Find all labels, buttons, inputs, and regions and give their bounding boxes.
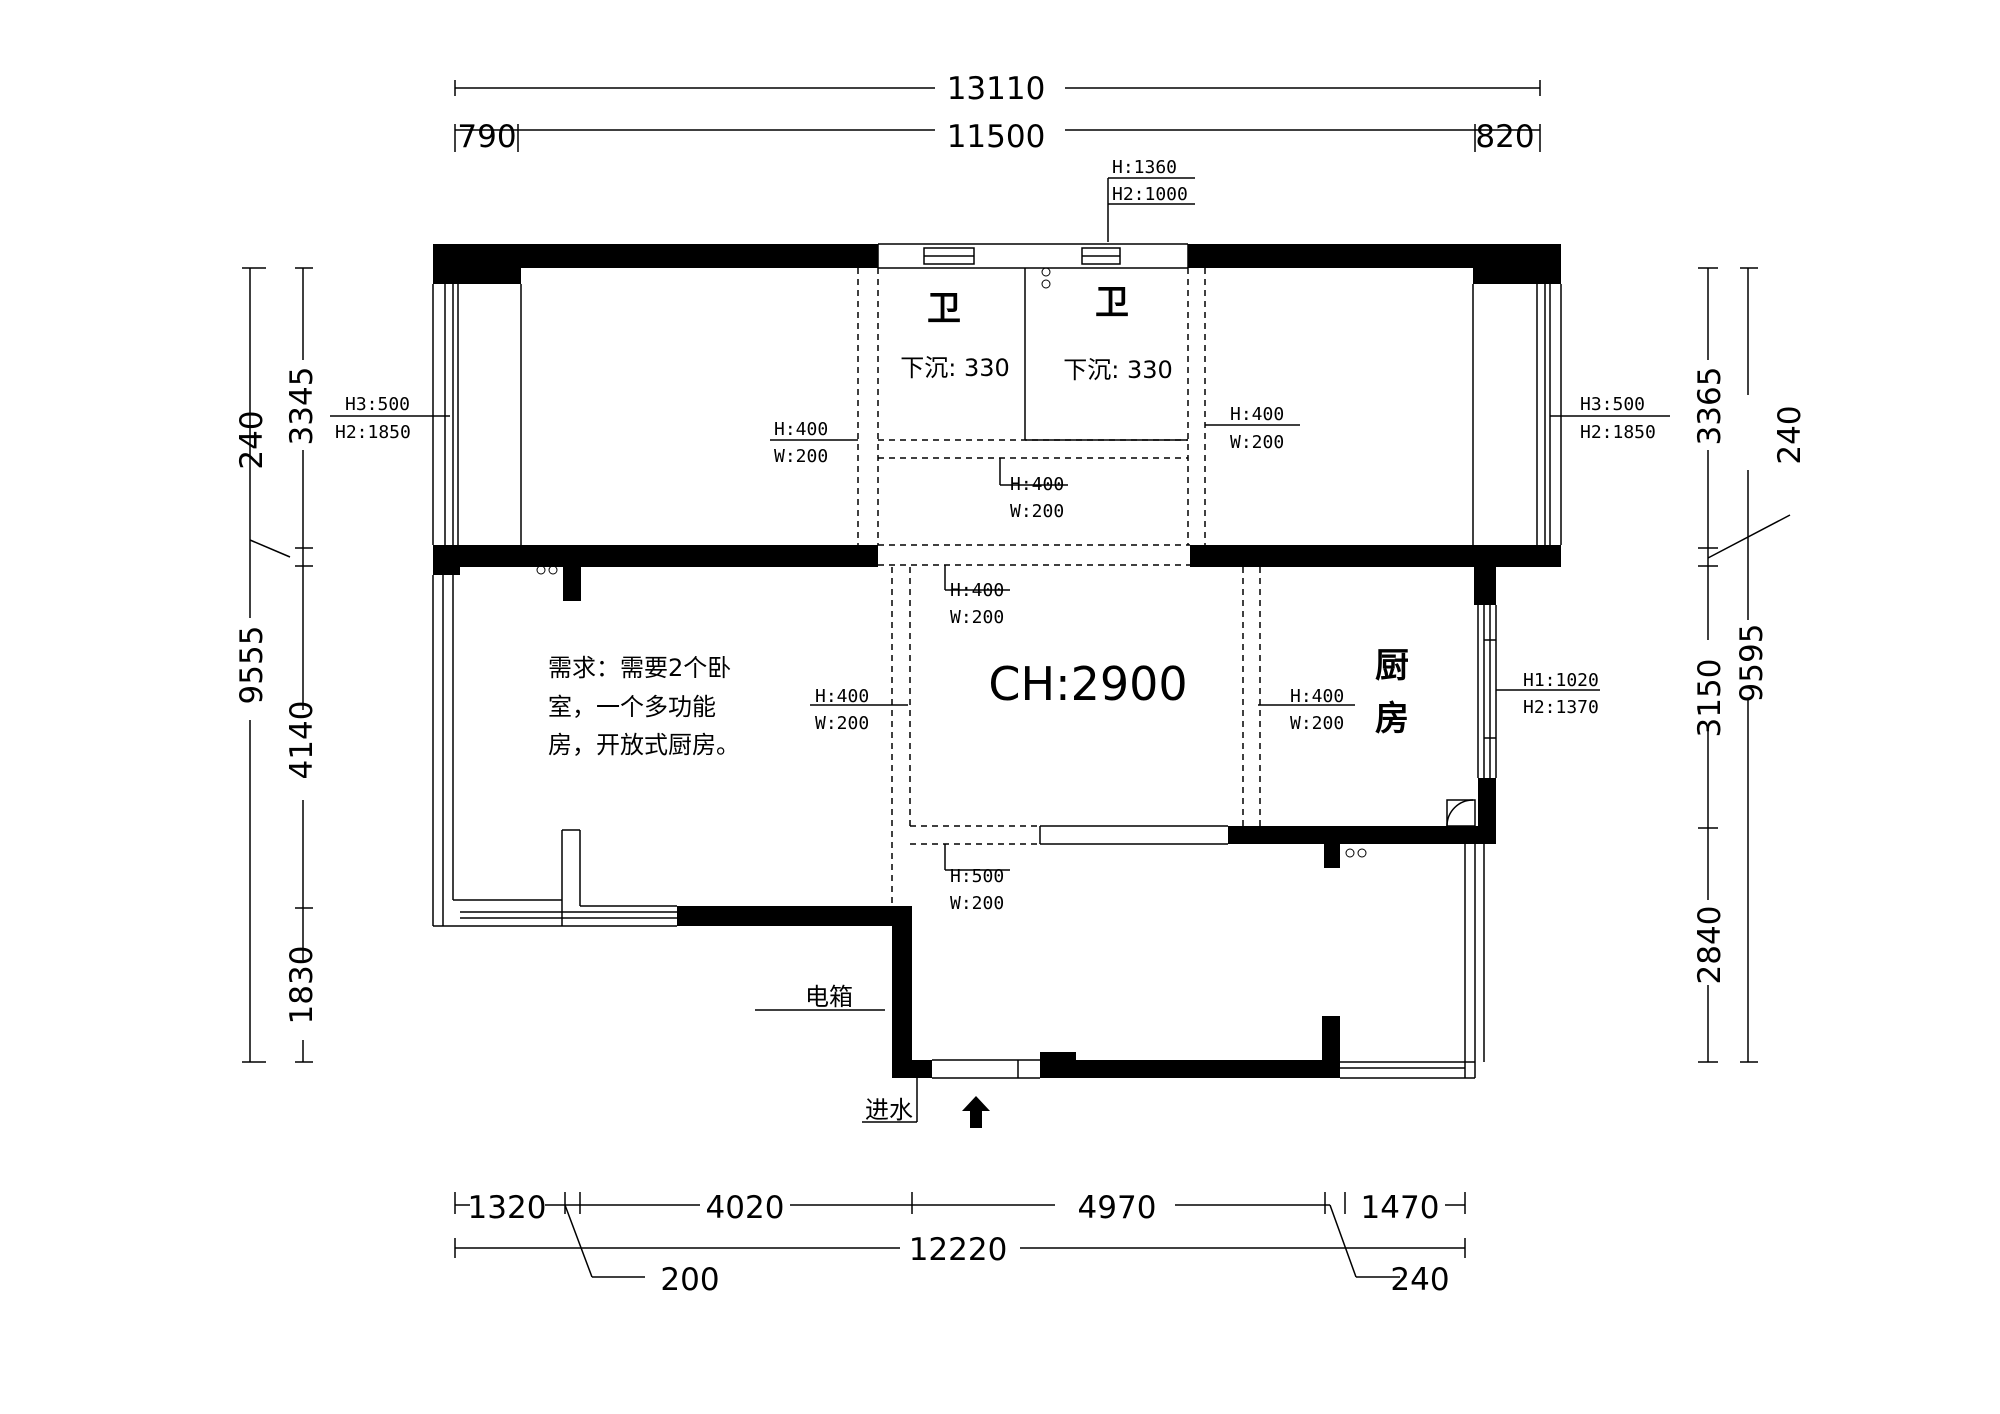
beam7-w: W:200 [950,893,1004,914]
dim-top-overall: 13110 [947,71,1046,107]
beam6-h: H:400 [1290,686,1344,707]
beam6-w: W:200 [1290,713,1344,734]
top-window-h2: H2:1000 [1112,184,1188,205]
beam3-w: W:200 [1010,501,1064,522]
beam4-w: W:200 [950,607,1004,628]
kitchen-window-h2: H2:1370 [1523,697,1599,718]
ceiling-height: CH:2900 [988,657,1187,711]
right-dimensions: 3365 3150 2840 240 9595 [1692,267,1808,1063]
beam2-w: W:200 [1230,432,1284,453]
top-dimensions: 13110 790 11500 820 [454,71,1541,155]
left-window-h2: H2:1850 [335,422,411,443]
beam5-h: H:400 [815,686,869,707]
dim-bottom-4020: 4020 [706,1190,785,1226]
left-window-h3: H3:500 [345,394,410,415]
bathroom-1-sink: 下沉: 330 [900,354,1010,382]
beam1-w: W:200 [774,446,828,467]
dim-bottom-total: 12220 [909,1232,1008,1268]
right-window-h3: H3:500 [1580,394,1645,415]
left-dimensions: 240 9555 3345 4140 1830 [234,267,320,1063]
thin-walls-and-windows [432,243,1562,1079]
bathroom-2-sink: 下沉: 330 [1063,356,1173,384]
requirement-note-line1: 需求：需要2个卧 [548,654,731,682]
beam7-h: H:500 [950,866,1004,887]
dim-left-240: 240 [234,410,270,469]
dim-top-right: 820 [1475,119,1534,155]
entrance-arrow-icon [962,1096,990,1128]
beam5-w: W:200 [815,713,869,734]
dim-right-3150: 3150 [1692,659,1728,738]
right-window-h2: H2:1850 [1580,422,1656,443]
dim-left-4140: 4140 [284,701,320,780]
bathroom-1-label: 卫 [927,289,961,329]
beam1-h: H:400 [774,419,828,440]
dim-right-2840: 2840 [1692,906,1728,985]
water-inlet-label: 进水 [865,1096,913,1124]
callout-leaders [330,415,1670,1123]
kitchen-window-h1: H1:1020 [1523,670,1599,691]
dim-left-1830: 1830 [284,946,320,1025]
beam-lines [857,268,1261,906]
opening-labels: H3:500 H2:1850 H3:500 H2:1850 H:400 W:20… [335,394,1656,914]
drain-symbols [536,267,1367,858]
dim-right-3365: 3365 [1692,367,1728,446]
kitchen-label-2: 房 [1375,699,1409,739]
room-labels: 卫 卫 下沉: 330 下沉: 330 CH:2900 厨 房 需求：需要2个卧… [548,283,1409,1124]
dim-left-3345: 3345 [284,367,320,446]
beam3-h: H:400 [1010,474,1064,495]
bottom-dimensions: 1320 4020 4970 1470 12220 200 240 [454,1190,1466,1298]
dim-bottom-200: 200 [660,1262,719,1298]
dim-top-mid: 11500 [947,119,1046,155]
beam2-h: H:400 [1230,404,1284,425]
walls [433,244,1561,1078]
top-window-h: H:1360 [1112,157,1177,178]
dim-right-240: 240 [1772,405,1808,464]
requirement-note-line3: 房，开放式厨房。 [548,731,740,759]
dim-bottom-1470: 1470 [1361,1190,1440,1226]
kitchen-label-1: 厨 [1375,646,1409,686]
dim-bottom-240: 240 [1390,1262,1449,1298]
electric-box-label: 电箱 [805,983,853,1011]
dim-bottom-4970: 4970 [1078,1190,1157,1226]
dim-right-9595: 9595 [1734,624,1770,703]
dim-bottom-1320: 1320 [468,1190,547,1226]
bathroom-2-label: 卫 [1095,283,1129,323]
requirement-note-line2: 室，一个多功能 [548,693,716,721]
top-window-callout: H:1360 H2:1000 [1107,157,1195,242]
beam4-h: H:400 [950,580,1004,601]
dim-top-left: 790 [457,119,516,155]
dim-left-9555: 9555 [234,626,270,705]
